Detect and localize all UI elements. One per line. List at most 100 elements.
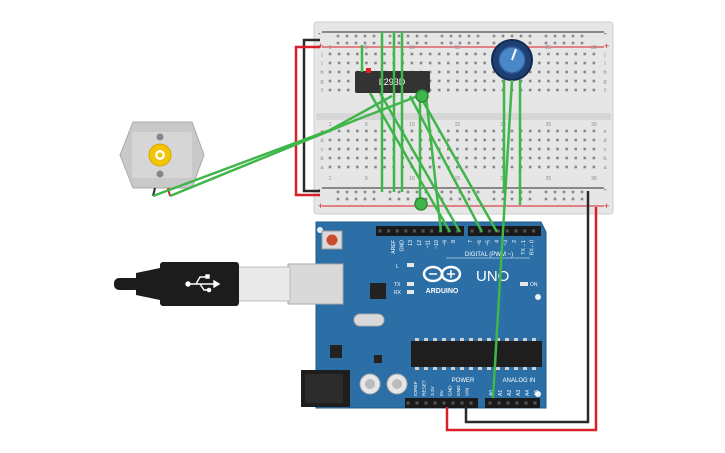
led-on xyxy=(520,282,528,286)
breadboard-hole xyxy=(328,156,332,160)
breadboard-hole xyxy=(592,70,596,74)
breadboard-hole xyxy=(565,61,568,65)
header-hole xyxy=(404,229,408,233)
rail-hole xyxy=(397,41,401,45)
breadboard-hole xyxy=(428,165,432,169)
analog-header-title: ANALOG IN xyxy=(503,378,536,384)
digital-pin-label: RX←0 xyxy=(530,240,536,255)
breadboard-hole xyxy=(437,88,441,92)
rail-hole xyxy=(580,197,584,201)
column-label: 15 xyxy=(455,45,461,51)
breadboard-hole xyxy=(365,138,368,142)
l293d-chip[interactable]: L293D xyxy=(355,68,430,93)
breadboard-hole xyxy=(547,138,550,142)
row-label: i xyxy=(321,61,322,67)
breadboard-hole xyxy=(474,165,477,169)
breadboard-hole xyxy=(337,138,341,142)
rail-hole xyxy=(492,197,496,201)
breadboard-hole xyxy=(337,165,341,169)
rail-hole xyxy=(553,197,557,201)
breadboard-hole xyxy=(583,52,587,56)
dc-motor[interactable] xyxy=(119,121,205,197)
header-hole xyxy=(433,401,437,405)
breadboard-hole xyxy=(574,165,577,169)
digital-pin-label: 12 xyxy=(417,240,423,246)
breadboard-hole xyxy=(538,79,541,83)
header-hole xyxy=(532,229,536,233)
row-label: a xyxy=(320,165,324,171)
reset-button[interactable] xyxy=(321,230,343,250)
breadboard-hole xyxy=(383,129,386,133)
breadboard-hole xyxy=(437,70,441,74)
breadboard-hole xyxy=(556,129,559,133)
breadboard-hole xyxy=(456,138,459,142)
breadboard-hole xyxy=(492,147,496,151)
rail-hole xyxy=(388,197,392,201)
breadboard-hole xyxy=(547,129,550,133)
breadboard-hole xyxy=(592,129,596,133)
rail-hole xyxy=(354,34,358,38)
column-label: 1 xyxy=(329,122,332,128)
breadboard-hole xyxy=(583,165,587,169)
rail-hole xyxy=(571,197,575,201)
rail-hole xyxy=(449,190,453,194)
breadboard-hole xyxy=(583,79,587,83)
header-hole xyxy=(505,229,509,233)
rail-hole xyxy=(528,190,532,194)
header-hole xyxy=(488,229,492,233)
header-hole xyxy=(523,229,527,233)
breadboard-hole xyxy=(538,88,541,92)
header-hole xyxy=(488,401,492,405)
breadboard-hole xyxy=(583,88,587,92)
breadboard-hole xyxy=(492,88,496,92)
rail-hole xyxy=(354,41,358,45)
power-pin-label: VIN xyxy=(465,387,471,396)
breadboard-hole xyxy=(565,156,568,160)
rail-hole xyxy=(467,197,471,201)
breadboard-hole xyxy=(574,147,577,151)
breadboard-hole xyxy=(583,129,587,133)
breadboard-hole xyxy=(437,165,441,169)
column-label: 30 xyxy=(591,176,597,182)
breadboard-hole xyxy=(337,88,341,92)
analog-pin-label: A4 xyxy=(525,390,531,396)
breadboard-hole xyxy=(510,156,514,160)
breadboard-hole xyxy=(383,156,386,160)
breadboard-hole xyxy=(365,147,368,151)
rail-hole xyxy=(580,34,584,38)
breadboard-hole xyxy=(346,70,350,74)
breadboard-hole xyxy=(437,138,441,142)
breadboard-hole xyxy=(465,79,468,83)
breadboard-hole xyxy=(592,165,596,169)
header-hole xyxy=(455,229,459,233)
breadboard-hole xyxy=(538,61,541,65)
breadboard-hole xyxy=(483,138,486,142)
rail-hole xyxy=(544,190,548,194)
analog-pin-label: A3 xyxy=(516,390,522,396)
led-l xyxy=(407,263,414,267)
column-label: 25 xyxy=(546,176,552,182)
breadboard-hole xyxy=(510,129,514,133)
rail-hole xyxy=(406,34,410,38)
power-pin-label: GND xyxy=(447,385,453,396)
breadboard-hole xyxy=(356,156,359,160)
breadboard-hole xyxy=(474,61,477,65)
capacitor xyxy=(386,373,408,395)
arduino-logo xyxy=(422,265,462,283)
breadboard-hole xyxy=(428,147,432,151)
breadboard-hole xyxy=(538,165,541,169)
breadboard-hole xyxy=(365,165,368,169)
analog-header xyxy=(485,398,540,408)
breadboard-hole xyxy=(428,61,432,65)
breadboard-hole xyxy=(483,61,486,65)
breadboard-hole xyxy=(547,79,550,83)
rail-hole xyxy=(562,34,566,38)
rail-hole xyxy=(363,34,367,38)
rail-hole xyxy=(467,41,471,45)
breadboard-hole xyxy=(465,147,468,151)
breadboard-hole xyxy=(547,156,550,160)
potentiometer[interactable] xyxy=(491,39,533,81)
breadboard-hole xyxy=(337,70,341,74)
breadboard-hole xyxy=(547,61,550,65)
